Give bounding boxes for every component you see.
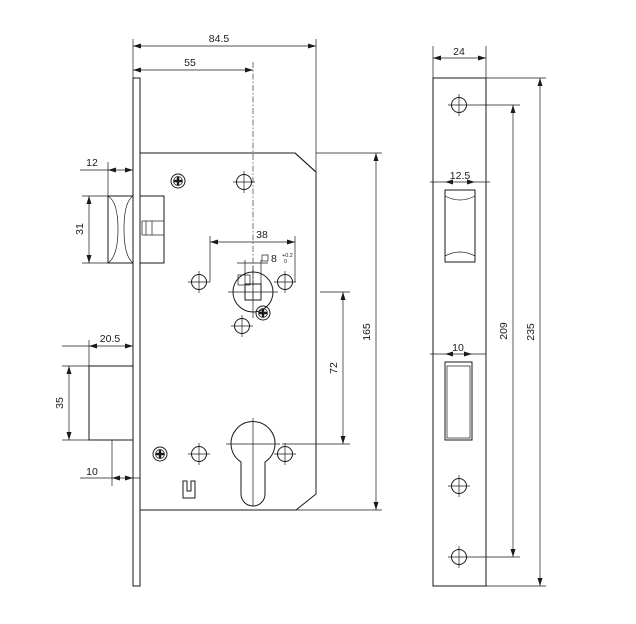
dim-bolt-slot-width-label: 10 bbox=[452, 342, 464, 354]
dim-tolerance-plus: +0.2 bbox=[282, 253, 293, 259]
dim-tolerance-zero: 0 bbox=[284, 259, 287, 265]
dim-latch-slot-width-label: 12.5 bbox=[450, 170, 471, 182]
dim-bolt-slot-width: 10 bbox=[430, 342, 486, 357]
faceplate-edge bbox=[132, 77, 141, 587]
latch-slot bbox=[444, 189, 476, 263]
dim-latch-height-label: 31 bbox=[74, 223, 86, 235]
dim-faceplate-height-label: 235 bbox=[525, 323, 537, 341]
side-view bbox=[88, 62, 317, 587]
front-view bbox=[432, 77, 487, 587]
screw-top-icon bbox=[170, 173, 186, 189]
hook-cutout bbox=[182, 480, 196, 499]
dim-spindle-square-label: 8 bbox=[271, 253, 277, 265]
screw-bottom-icon bbox=[152, 446, 168, 462]
dim-case-height-label: 165 bbox=[361, 323, 373, 341]
hole-follower-right-icon bbox=[273, 270, 297, 294]
hole-cyl-left-icon bbox=[187, 442, 211, 466]
dim-faceplate-width-label: 24 bbox=[453, 46, 465, 58]
dim-center-distance: 72 bbox=[282, 291, 350, 445]
dim-screw-spacing-label: 209 bbox=[498, 322, 510, 340]
dim-latch-height: 31 bbox=[74, 195, 108, 264]
lock-case-body bbox=[140, 152, 317, 511]
dim-follower-spacing-label: 38 bbox=[256, 229, 268, 241]
bolt-slot bbox=[444, 361, 473, 441]
dim-follower-spacing: 38 bbox=[209, 229, 296, 282]
dim-backset: 55 bbox=[133, 57, 253, 73]
cylinder-cutout bbox=[226, 418, 280, 507]
dim-latch-projection: 12 bbox=[80, 157, 133, 196]
screw-middle-icon bbox=[255, 305, 271, 321]
dim-spindle-square: 8 +0.2 0 bbox=[237, 253, 293, 284]
dim-screw-spacing: 209 bbox=[470, 104, 520, 558]
faceplate-screw-2-icon bbox=[447, 474, 471, 498]
dim-bolt-offset-label: 10 bbox=[86, 466, 98, 478]
dim-latch-slot-width: 12.5 bbox=[430, 170, 490, 185]
dim-faceplate-width: 24 bbox=[432, 46, 487, 78]
dim-bolt-projection: 20.5 bbox=[62, 333, 133, 366]
faceplate-screw-3-icon bbox=[447, 545, 471, 569]
dim-bolt-projection-label: 20.5 bbox=[100, 333, 121, 345]
faceplate-screw-1-icon bbox=[447, 93, 471, 117]
hole-follower-left-icon bbox=[187, 270, 211, 294]
dim-center-distance-label: 72 bbox=[328, 362, 340, 374]
hole-middle-icon bbox=[230, 314, 254, 338]
dim-bolt-height-label: 35 bbox=[54, 397, 66, 409]
dim-bolt-offset: 10 bbox=[80, 440, 140, 486]
hole-cyl-right-icon bbox=[273, 442, 297, 466]
dim-backset-label: 55 bbox=[184, 57, 196, 69]
dim-latch-projection-label: 12 bbox=[86, 157, 98, 169]
dim-case-width: 84.5 bbox=[132, 33, 317, 153]
dead-bolt bbox=[88, 365, 134, 441]
dim-case-width-label: 84.5 bbox=[209, 33, 230, 45]
dim-bolt-height: 35 bbox=[54, 365, 89, 441]
dimensions: 84.5 55 12 31 38 bbox=[54, 33, 546, 587]
dim-case-height: 165 bbox=[296, 152, 382, 511]
hole-top-icon bbox=[232, 170, 256, 194]
dim-faceplate-height: 235 bbox=[486, 77, 546, 587]
faceplate-front bbox=[432, 77, 487, 587]
latch-bolt bbox=[107, 195, 165, 264]
